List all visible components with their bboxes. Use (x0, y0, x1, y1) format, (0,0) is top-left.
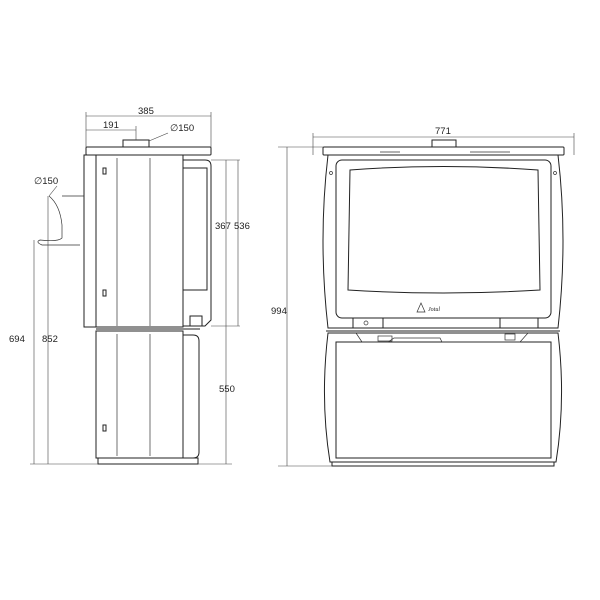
front-dimension-labels: 771 994 (271, 126, 451, 317)
dim-rear-flue-150: ∅150 (34, 176, 58, 187)
dim-694: 694 (9, 334, 25, 345)
dim-top-flue-150: ∅150 (170, 123, 194, 134)
side-view (37, 139, 212, 465)
brand-logo-text: Jotul (428, 307, 440, 313)
side-dimension-labels: 385 191 ∅150 ∅150 367 536 550 694 852 (9, 106, 250, 395)
dim-191: 191 (103, 120, 119, 131)
front-dimension-lines (278, 133, 575, 467)
dim-536: 536 (234, 221, 250, 232)
dim-852: 852 (42, 334, 58, 345)
brand-logo-mark (416, 302, 426, 313)
front-view: Jotul (322, 139, 565, 467)
dim-994: 994 (271, 306, 287, 317)
side-dimension-lines (30, 112, 240, 465)
dim-550: 550 (219, 384, 235, 395)
dim-367: 367 (215, 221, 231, 232)
dim-385: 385 (138, 106, 154, 117)
dim-771: 771 (435, 126, 451, 137)
